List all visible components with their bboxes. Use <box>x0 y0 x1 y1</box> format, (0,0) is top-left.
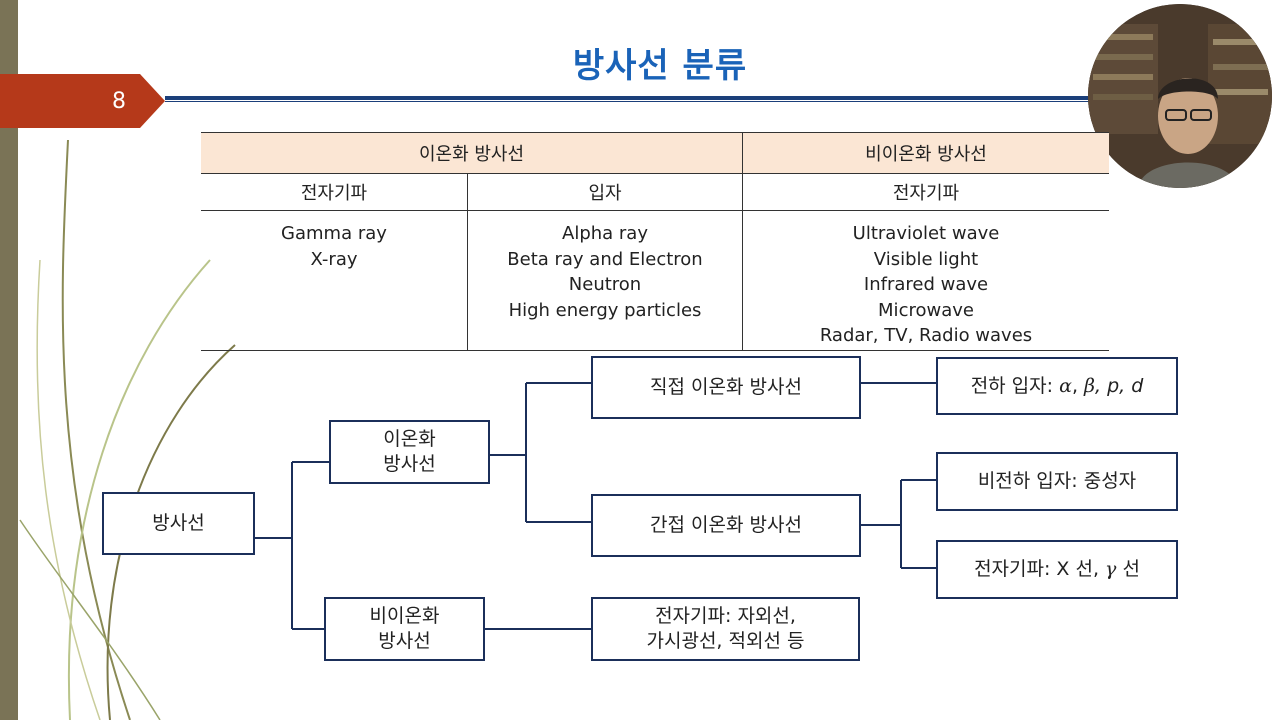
node-nonionizing: 비이온화 방사선 <box>324 597 485 661</box>
table-cell-nonionizing-em: Ultraviolet wave Visible light Infrared … <box>742 210 1109 351</box>
list-item: Gamma ray <box>281 223 387 244</box>
node-label: 가시광선, 적외선 등 <box>646 630 805 652</box>
webcam-overlay <box>1088 4 1272 188</box>
node-indirect-ionizing: 간접 이온화 방사선 <box>591 494 861 557</box>
node-label: 방사선 <box>152 512 205 534</box>
table-subheader-row: 전자기파 입자 전자기파 <box>201 173 1109 211</box>
list-item: High energy particles <box>508 299 702 321</box>
slide-number: 8 <box>112 88 126 114</box>
node-em-waves: 전자기파: X 선, γ 선 <box>936 540 1178 599</box>
node-direct-ionizing: 직접 이온화 방사선 <box>591 356 861 419</box>
node-label: 비이온화 <box>369 605 440 627</box>
node-label: 전자기파: 자외선, <box>655 605 796 627</box>
node-ionizing: 이온화 방사선 <box>329 420 490 484</box>
slide-number-badge: 8 <box>0 74 165 128</box>
nonionizing-header: 비이온화 방사선 <box>742 132 1109 174</box>
title-underline-thin <box>165 101 1095 102</box>
node-radiation: 방사선 <box>102 492 255 555</box>
gamma-symbol: γ <box>1105 558 1117 580</box>
radiation-classification-table: 이온화 방사선 비이온화 방사선 전자기파 입자 전자기파 Gamma ray … <box>201 132 1109 351</box>
list-item: Microwave <box>878 299 974 321</box>
list-item: Visible light <box>873 248 979 270</box>
node-label: 이온화 <box>383 428 436 450</box>
table-row: Gamma ray X-ray Alpha ray Beta ray and E… <box>201 210 1109 351</box>
presenter-video-icon <box>1088 4 1272 188</box>
list-item: Alpha ray <box>562 223 648 244</box>
subheader-particle: 입자 <box>467 173 743 211</box>
list-item: Ultraviolet wave <box>852 223 1000 244</box>
list-item: Infrared wave <box>863 274 989 295</box>
node-label: 전자기파: X 선, γ 선 <box>974 558 1140 580</box>
title-underline <box>165 96 1095 100</box>
alpha-symbol: α <box>1059 374 1072 397</box>
node-label: 전하 입자: α, β, p, d <box>970 374 1144 397</box>
table-header-row: 이온화 방사선 비이온화 방사선 <box>201 132 1109 174</box>
node-nonionizing-em: 전자기파: 자외선, 가시광선, 적외선 등 <box>591 597 860 661</box>
left-accent-bar <box>0 0 18 720</box>
list-item: Neutron <box>568 274 642 295</box>
beta-symbol: β <box>1084 374 1096 397</box>
page-title: 방사선 분류 <box>572 46 748 86</box>
node-uncharged-particles: 비전하 입자: 중성자 <box>936 452 1178 511</box>
node-label: 비전하 입자: 중성자 <box>977 470 1137 492</box>
subheader-em-ionizing: 전자기파 <box>201 173 468 211</box>
node-label: 방사선 <box>383 453 436 475</box>
node-label: 방사선 <box>378 630 431 652</box>
node-label: 간접 이온화 방사선 <box>650 514 802 536</box>
table-cell-particles: Alpha ray Beta ray and Electron Neutron … <box>467 210 743 351</box>
node-label: 직접 이온화 방사선 <box>650 376 802 398</box>
table-cell-ionizing-em: Gamma ray X-ray <box>201 210 468 351</box>
list-item: X-ray <box>310 248 358 270</box>
subheader-em-nonionizing: 전자기파 <box>742 173 1109 211</box>
list-item: Beta ray and Electron <box>507 248 703 270</box>
list-item: Radar, TV, Radio waves <box>819 325 1033 346</box>
node-charged-particles: 전하 입자: α, β, p, d <box>936 357 1178 415</box>
ionizing-header: 이온화 방사선 <box>201 132 743 174</box>
